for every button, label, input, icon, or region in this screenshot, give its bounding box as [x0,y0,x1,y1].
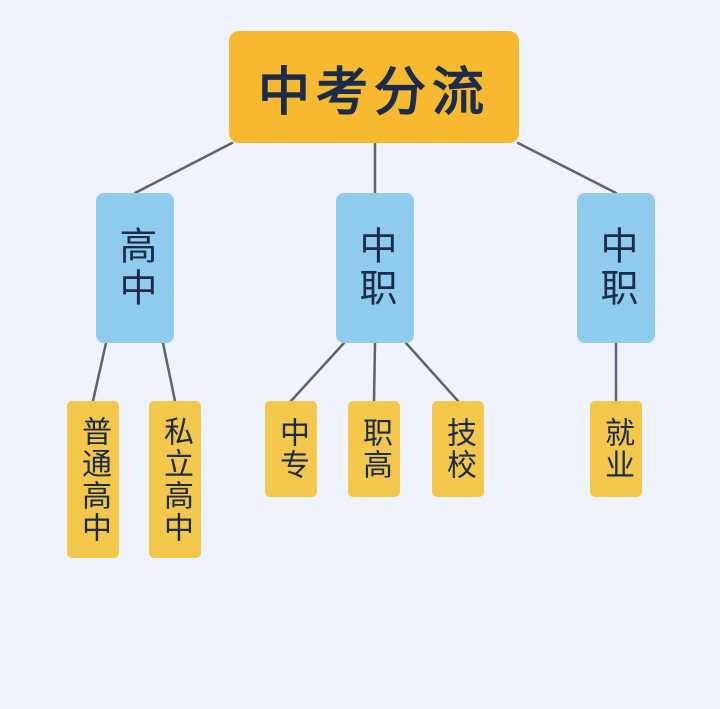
branch-node-zhongzhi-1: 中职 [336,193,414,343]
branch-node-zhongzhi-2: 中职 [577,193,655,343]
connector-gaozhong-sili [161,341,177,403]
connector-zhongzhi-zhongzhuan [289,341,346,403]
connector-root-gaozhong [133,141,234,195]
connector-root-zhongzhi-2 [516,141,618,195]
leaf-node-zhongzhuan: 中专 [265,401,317,497]
leaf-node-sili-gaozhong: 私立高中 [149,401,201,558]
connector-zhongzhi-zhigao [372,341,377,403]
root-node: 中考分流 [229,31,519,143]
leaf-node-zhigao: 职高 [348,401,400,497]
connector-zhongzhi-jixiao [404,341,460,403]
leaf-node-putong-gaozhong: 普通高中 [67,401,119,558]
connector-gaozhong-putong [91,341,108,403]
branch-node-gaozhong: 高中 [96,193,174,343]
leaf-node-jixiao: 技校 [432,401,484,497]
leaf-node-jiuye: 就业 [590,401,642,497]
